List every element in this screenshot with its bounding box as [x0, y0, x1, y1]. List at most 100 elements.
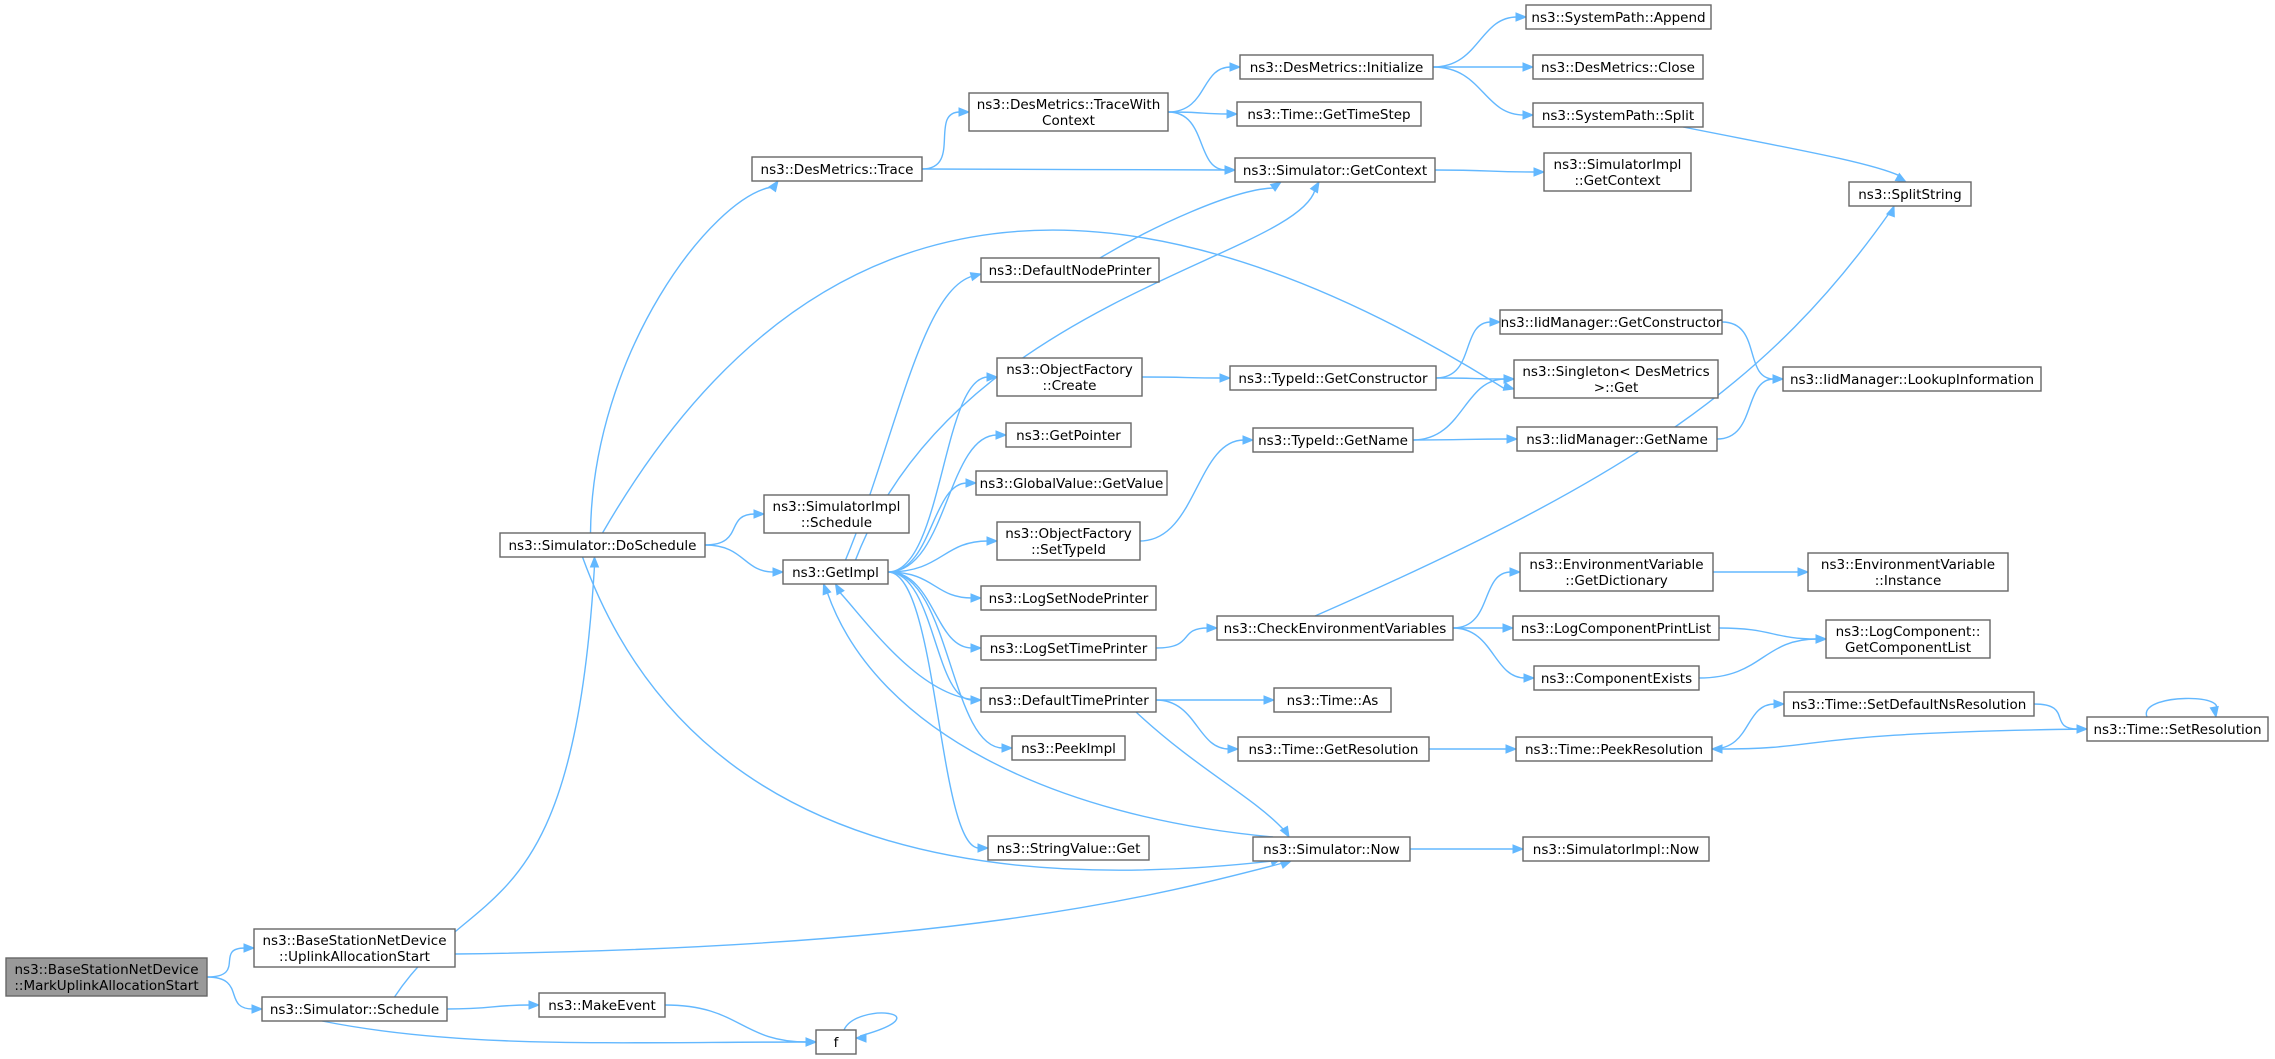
- node-label: ::MarkUplinkAllocationStart: [14, 978, 198, 994]
- edge-trace-to-getcontext: [921, 165, 1237, 175]
- node-append[interactable]: ns3::SystemPath::Append: [1525, 4, 1712, 30]
- node-singleton[interactable]: ns3::Singleton< DesMetrics >::Get: [1513, 359, 1719, 399]
- node-box: [1516, 426, 1718, 452]
- node-box: [1273, 687, 1392, 713]
- node-iidgetctor[interactable]: ns3::IidManager::GetConstructor: [1499, 309, 1723, 335]
- node-getpointer[interactable]: ns3::GetPointer: [1005, 422, 1132, 448]
- node-label: ns3::DesMetrics::Close: [1541, 60, 1695, 76]
- node-box: [1011, 735, 1126, 761]
- arrowhead-icon: [1502, 623, 1515, 633]
- arrowhead-icon: [965, 478, 978, 488]
- node-envinstance[interactable]: ns3::EnvironmentVariable::Instance: [1807, 552, 2009, 592]
- node-box: [980, 635, 1157, 661]
- node-ofsettypeid[interactable]: ns3::ObjectFactory::SetTypeId: [996, 521, 1141, 561]
- arrowhead-icon: [528, 1000, 541, 1010]
- node-getcontext[interactable]: ns3::Simulator::GetContext: [1234, 157, 1436, 183]
- arrowhead-icon: [970, 643, 983, 653]
- node-label: f: [834, 1035, 840, 1051]
- node-peekimpl[interactable]: ns3::PeekImpl: [1011, 735, 1126, 761]
- node-tidgetctor[interactable]: ns3::TypeId::GetConstructor: [1229, 365, 1437, 391]
- arrowhead-icon: [1522, 110, 1535, 120]
- node-gvgetvalue[interactable]: ns3::GlobalValue::GetValue: [975, 470, 1168, 496]
- node-compexists[interactable]: ns3::ComponentExists: [1533, 665, 1700, 691]
- node-box: [1499, 309, 1723, 335]
- arrowhead-icon: [1503, 374, 1516, 384]
- node-label: ::Schedule: [801, 515, 872, 531]
- node-getimpl[interactable]: ns3::GetImpl: [782, 559, 889, 585]
- node-box: [1807, 552, 2009, 592]
- node-label: ns3::DefaultTimePrinter: [988, 693, 1149, 709]
- node-lookupinfo[interactable]: ns3::IidManager::LookupInformation: [1782, 366, 2042, 392]
- node-doschedule[interactable]: ns3::Simulator::DoSchedule: [499, 532, 706, 558]
- node-logcompprint[interactable]: ns3::LogComponentPrintList: [1512, 615, 1720, 641]
- node-box: [1783, 691, 2035, 717]
- edge-checkenv-to-envgetdict: [1452, 567, 1522, 629]
- node-simnow[interactable]: ns3::Simulator::Now: [1252, 836, 1411, 862]
- node-timepeekres[interactable]: ns3::Time::PeekResolution: [1515, 736, 1713, 762]
- node-box: [815, 1029, 857, 1055]
- node-label: ns3::BaseStationNetDevice: [14, 962, 198, 978]
- node-box: [253, 928, 456, 968]
- node-trace[interactable]: ns3::DesMetrics::Trace: [751, 156, 923, 182]
- node-label: ns3::SimulatorImpl: [773, 499, 901, 515]
- node-tidgetname[interactable]: ns3::TypeId::GetName: [1252, 427, 1414, 453]
- arrowhead-icon: [1505, 744, 1518, 754]
- node-implschedule[interactable]: ns3::SimulatorImpl::Schedule: [763, 494, 910, 534]
- arrowhead-icon: [822, 582, 832, 596]
- edge-schedule-to-makeevent: [446, 1000, 541, 1010]
- node-deftimeprinter[interactable]: ns3::DefaultTimePrinter: [980, 687, 1157, 713]
- node-logsetnode[interactable]: ns3::LogSetNodePrinter: [980, 585, 1157, 611]
- node-logsettime[interactable]: ns3::LogSetTimePrinter: [980, 635, 1157, 661]
- node-root[interactable]: ns3::BaseStationNetDevice::MarkUplinkAll…: [5, 957, 208, 997]
- node-implnow[interactable]: ns3::SimulatorImpl::Now: [1522, 836, 1710, 862]
- node-gettimestep[interactable]: ns3::Time::GetTimeStep: [1236, 101, 1422, 127]
- edge-makeevent-to-f: [664, 1004, 818, 1047]
- node-makeevent[interactable]: ns3::MakeEvent: [538, 992, 666, 1018]
- arrowhead-icon: [1509, 567, 1522, 577]
- edge-ofcreate-to-tidgetctor: [1141, 373, 1232, 383]
- edge-root-to-schedule: [206, 976, 264, 1014]
- node-timesetres[interactable]: ns3::Time::SetResolution: [2086, 716, 2269, 742]
- arrowhead-icon: [1309, 180, 1320, 194]
- node-box: [980, 585, 1157, 611]
- node-label: ns3::GlobalValue::GetValue: [980, 476, 1164, 492]
- node-iidgetname[interactable]: ns3::IidManager::GetName: [1516, 426, 1718, 452]
- edge-f-to-f: [843, 1012, 898, 1043]
- node-svget[interactable]: ns3::StringValue::Get: [987, 835, 1150, 861]
- edge-deftimeprinter-to-timeas: [1156, 695, 1276, 705]
- arrowhead-icon: [1219, 373, 1232, 383]
- edge-iidgetctor-to-lookupinfo: [1721, 321, 1785, 384]
- node-ofcreate[interactable]: ns3::ObjectFactory::Create: [996, 357, 1143, 397]
- node-box: [1848, 181, 1972, 207]
- node-close[interactable]: ns3::DesMetrics::Close: [1532, 54, 1704, 80]
- node-logcompget[interactable]: ns3::LogComponent::GetComponentList: [1825, 619, 1991, 659]
- node-timesetdefault[interactable]: ns3::Time::SetDefaultNsResolution: [1783, 691, 2035, 717]
- node-initialize[interactable]: ns3::DesMetrics::Initialize: [1239, 54, 1434, 80]
- arrowhead-icon: [1515, 12, 1528, 22]
- node-split[interactable]: ns3::SystemPath::Split: [1532, 102, 1704, 128]
- node-label: ns3::MakeEvent: [548, 998, 656, 1014]
- node-envgetdict[interactable]: ns3::EnvironmentVariable::GetDictionary: [1519, 552, 1714, 592]
- edge-deftimeprinter-to-simnow: [1135, 711, 1290, 839]
- edge-tidgetname-to-iidgetname: [1412, 434, 1519, 444]
- arrowhead-icon: [1502, 381, 1516, 391]
- node-box: [968, 92, 1169, 132]
- edge-doschedule-to-implschedule: [704, 509, 766, 546]
- arrowhead-icon: [1523, 673, 1536, 683]
- arrowhead-icon: [958, 107, 971, 117]
- node-checkenv[interactable]: ns3::CheckEnvironmentVariables: [1216, 615, 1454, 641]
- node-timegetres[interactable]: ns3::Time::GetResolution: [1237, 736, 1430, 762]
- node-implgetcontext[interactable]: ns3::SimulatorImpl::GetContext: [1543, 152, 1692, 192]
- node-label: ns3::DesMetrics::Trace: [761, 162, 914, 178]
- node-uplink[interactable]: ns3::BaseStationNetDevice::UplinkAllocat…: [253, 928, 456, 968]
- node-label: ns3::Time::SetResolution: [2093, 722, 2261, 738]
- node-timeas[interactable]: ns3::Time::As: [1273, 687, 1392, 713]
- arrowhead-icon: [589, 555, 600, 568]
- node-f[interactable]: f: [815, 1029, 857, 1055]
- arrowhead-icon: [805, 1037, 818, 1047]
- node-defnodeprinter[interactable]: ns3::DefaultNodePrinter: [980, 257, 1160, 283]
- arrowhead-icon: [1224, 165, 1237, 175]
- node-splitstring[interactable]: ns3::SplitString: [1848, 181, 1972, 207]
- node-schedule[interactable]: ns3::Simulator::Schedule: [261, 996, 448, 1022]
